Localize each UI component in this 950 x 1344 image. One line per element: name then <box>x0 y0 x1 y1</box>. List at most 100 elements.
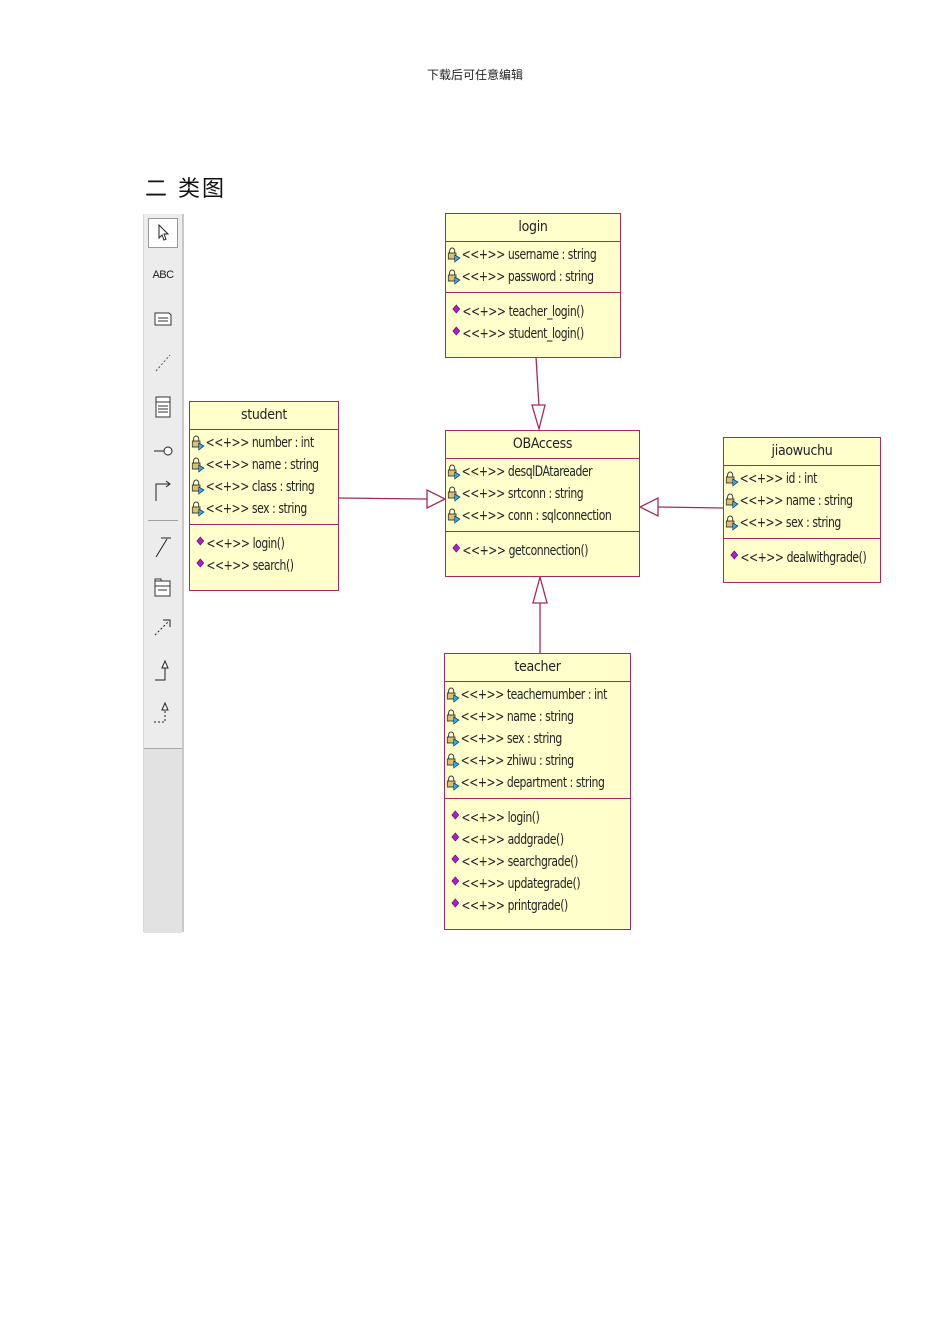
note-icon[interactable] <box>148 304 178 334</box>
interface-lollipop-icon[interactable] <box>148 436 178 466</box>
private-attribute-lock-icon <box>446 753 460 769</box>
attribute-text: <<+>> id : int <box>739 471 818 487</box>
class-operation[interactable]: <<+>> getconnection() <box>452 540 613 562</box>
private-attribute-lock-icon <box>725 493 739 509</box>
class-login[interactable]: login<<+>> username : string<<+>> passwo… <box>445 213 621 358</box>
attribute-text: <<+>> conn : sqlconnection <box>461 508 612 524</box>
class-attribute[interactable]: <<+>> name : string <box>725 490 858 512</box>
private-attribute-lock-icon <box>191 501 205 517</box>
attribute-text: <<+>> sex : string <box>205 501 308 517</box>
attribute-text: <<+>> srtconn : string <box>461 486 584 502</box>
attribute-text: <<+>> class : string <box>205 479 315 495</box>
private-attribute-lock-icon <box>447 508 461 524</box>
pointer-arrow-icon[interactable] <box>148 218 178 248</box>
operation-text: <<+>> printgrade() <box>461 898 568 914</box>
class-name: teacher <box>445 654 630 682</box>
operation-text: <<+>> updategrade() <box>461 876 581 892</box>
operation-text: <<+>> addgrade() <box>461 832 564 848</box>
class-attribute[interactable]: <<+>> teachernumber : int <box>446 684 608 706</box>
class-operation[interactable]: <<+>> teacher_login() <box>452 301 596 323</box>
class-operation[interactable]: <<+>> updategrade() <box>451 873 605 895</box>
class-operation[interactable]: <<+>> printgrade() <box>451 895 605 917</box>
public-operation-diamond-icon <box>451 876 460 892</box>
operation-text: <<+>> dealwithgrade() <box>740 550 867 566</box>
class-operation[interactable]: <<+>> student_login() <box>452 323 596 345</box>
class-attribute[interactable]: <<+>> name : string <box>446 706 604 728</box>
association-corner-icon[interactable] <box>148 476 178 506</box>
class-attribute[interactable]: <<+>> sex : string <box>191 498 317 520</box>
dependency-arrow-icon[interactable] <box>148 612 178 642</box>
class-attribute[interactable]: <<+>> number : int <box>191 432 317 454</box>
class-attribute[interactable]: <<+>> id : int <box>725 468 858 490</box>
class-attribute[interactable]: <<+>> sex : string <box>446 728 604 750</box>
private-attribute-lock-icon <box>446 775 460 791</box>
private-attribute-lock-icon <box>725 471 739 487</box>
operation-compartment: <<+>> teacher_login() <<+>> student_login… <box>446 293 620 347</box>
realization-icon[interactable] <box>148 698 178 728</box>
class-attribute[interactable]: <<+>> class : string <box>191 476 317 498</box>
private-attribute-lock-icon <box>446 709 460 725</box>
teacher-to-obaccess-generalization[interactable] <box>532 574 548 653</box>
attribute-text: <<+>> name : string <box>205 457 319 473</box>
private-attribute-lock-icon <box>191 457 205 473</box>
private-attribute-lock-icon <box>191 435 205 451</box>
operation-text: <<+>> login() <box>461 810 540 826</box>
attribute-text: <<+>> password : string <box>461 269 594 285</box>
private-attribute-lock-icon <box>725 515 739 531</box>
class-obaccess[interactable]: OBAccess<<+>> desqlDAtareader <<+>> srtco… <box>445 430 640 577</box>
class-attribute[interactable]: <<+>> password : string <box>447 266 596 288</box>
jiaowuchu-to-obaccess-generalization[interactable] <box>638 496 724 518</box>
operation-text: <<+>> getconnection() <box>462 543 589 559</box>
anchor-note-line-icon[interactable] <box>148 348 178 378</box>
class-attribute[interactable]: <<+>> srtconn : string <box>447 483 612 505</box>
unidirectional-association-icon[interactable] <box>148 532 178 562</box>
class-operation[interactable]: <<+>> searchgrade() <box>451 851 605 873</box>
attribute-text: <<+>> sex : string <box>460 731 563 747</box>
public-operation-diamond-icon <box>451 810 460 826</box>
operation-text: <<+>> teacher_login() <box>462 304 584 320</box>
class-attribute[interactable]: <<+>> sex : string <box>725 512 858 534</box>
class-operation[interactable]: <<+>> login() <box>196 533 318 555</box>
toolbox-separator <box>148 520 178 521</box>
class-student[interactable]: student<<+>> number : int<<+>> name : st… <box>189 401 339 591</box>
page-header: 下载后可任意编辑 <box>426 68 523 82</box>
public-operation-diamond-icon <box>451 854 460 870</box>
attribute-text: <<+>> zhiwu : string <box>460 753 575 769</box>
class-attribute[interactable]: <<+>> conn : sqlconnection <box>447 505 612 527</box>
class-operation[interactable]: <<+>> login() <box>451 807 605 829</box>
generalization-icon[interactable] <box>148 656 178 686</box>
public-operation-diamond-icon <box>196 536 205 552</box>
private-attribute-lock-icon <box>447 486 461 502</box>
private-attribute-lock-icon <box>191 479 205 495</box>
public-operation-diamond-icon <box>451 832 460 848</box>
attribute-text: <<+>> username : string <box>461 247 597 263</box>
class-attribute[interactable]: <<+>> username : string <box>447 244 597 266</box>
login-to-obaccess-generalization[interactable] <box>531 356 546 432</box>
class-attribute[interactable]: <<+>> zhiwu : string <box>446 750 604 772</box>
attribute-compartment: <<+>> number : int <<+>> name : string <<+… <box>190 430 338 525</box>
class-attribute[interactable]: <<+>> desqlDAtareader <box>447 461 612 483</box>
text-abc-icon[interactable]: ABC <box>148 260 178 290</box>
toolbox-empty-area <box>144 748 182 933</box>
class-attribute[interactable]: <<+>> department : string <box>446 772 605 794</box>
operation-compartment: <<+>> getconnection() <box>446 532 639 564</box>
class-teacher[interactable]: teacher <<+>> teachernumber : int <<+>> na… <box>444 653 631 930</box>
student-to-obaccess-generalization[interactable] <box>338 488 447 510</box>
class-operation[interactable]: <<+>> search() <box>196 555 318 577</box>
class-jiaowuchu[interactable]: jiaowuchu<<+>> id : int<<+>> name : stri… <box>723 437 881 583</box>
class-icon[interactable] <box>148 392 178 422</box>
package-icon[interactable] <box>148 572 178 602</box>
class-name: OBAccess <box>446 431 639 459</box>
text-abc-label: ABC <box>152 269 174 281</box>
attribute-text: <<+>> teachernumber : int <box>460 687 608 703</box>
class-attribute[interactable]: <<+>> name : string <box>191 454 319 476</box>
private-attribute-lock-icon <box>447 464 461 480</box>
attribute-text: <<+>> number : int <box>205 435 314 451</box>
public-operation-diamond-icon <box>452 304 461 320</box>
operation-text: <<+>> login() <box>206 536 285 552</box>
class-operation[interactable]: <<+>> dealwithgrade() <box>730 547 867 569</box>
public-operation-diamond-icon <box>452 326 461 342</box>
class-operation[interactable]: <<+>> addgrade() <box>451 829 605 851</box>
operation-compartment: <<+>> login() <<+>> search() <box>190 525 338 579</box>
